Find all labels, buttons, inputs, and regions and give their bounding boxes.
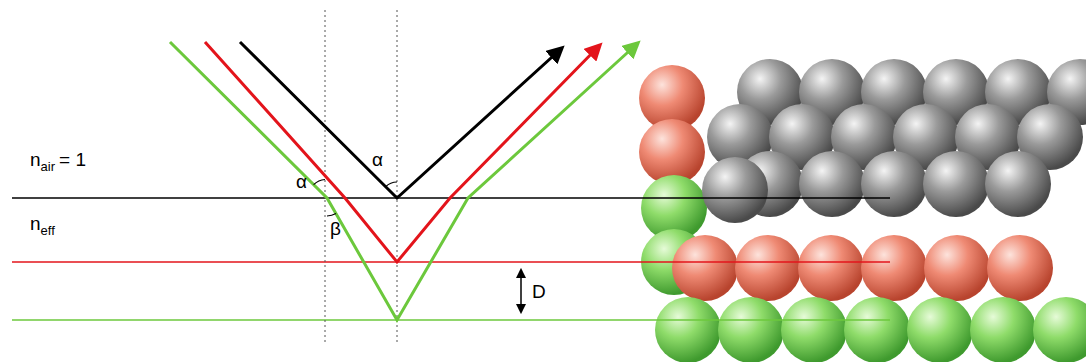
angle-arcs (314, 180, 397, 217)
particle-sphere (1033, 297, 1086, 362)
subscript: air (41, 160, 55, 173)
particle-sphere (718, 297, 784, 362)
particle-sphere (985, 151, 1051, 217)
particle-sphere (924, 235, 990, 301)
thickness-label: D (532, 282, 546, 301)
particle-sphere (672, 235, 738, 301)
normals (325, 10, 397, 345)
particle-sphere (799, 151, 865, 217)
angle-label: α (372, 150, 383, 169)
particle-sphere (798, 235, 864, 301)
symbol-text: = 1 (59, 150, 86, 169)
angle-label: β (330, 219, 341, 238)
thickness-arrow (520, 270, 522, 312)
particle-sphere (702, 157, 768, 223)
symbol-text: n (30, 150, 41, 169)
particle-sphere (970, 297, 1036, 362)
particle-sphere (987, 235, 1053, 301)
refractive-index-label: nair= 1 (30, 150, 90, 169)
light-rays (170, 42, 638, 320)
particle-sphere (907, 297, 973, 362)
particle-sphere (844, 297, 910, 362)
subscript: eff (41, 224, 55, 237)
particle-sphere (655, 297, 721, 362)
symbol-text: n (30, 214, 41, 233)
angle-label: α (296, 172, 307, 191)
particle-sphere (861, 235, 927, 301)
particle-sphere (735, 235, 801, 301)
sphere-stack (639, 59, 1086, 362)
interfaces (12, 198, 890, 320)
particle-sphere (781, 297, 847, 362)
particle-sphere (923, 151, 989, 217)
refractive-index-label: neff (30, 214, 59, 233)
particle-sphere (861, 151, 927, 217)
